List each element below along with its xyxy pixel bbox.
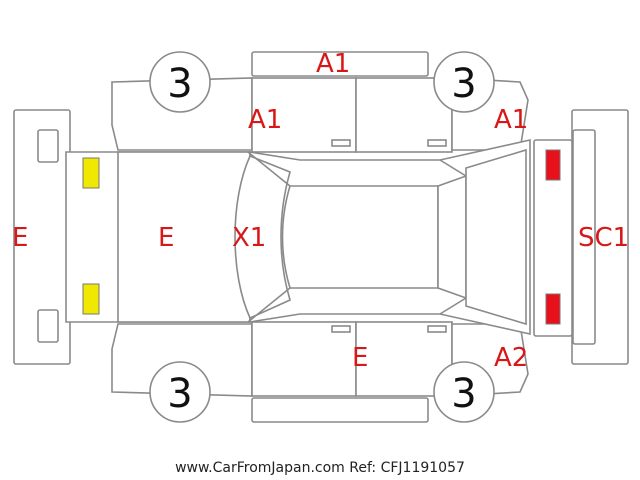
code-right-front-fender-lower: A2: [494, 343, 528, 373]
code-left-front-fender: A1: [248, 105, 282, 135]
watermark-text: www.CarFromJapan.com Ref: CFJ1191057: [175, 460, 465, 476]
code-roof: A1: [316, 49, 350, 79]
rear-light-bottom: [82, 283, 100, 315]
tire-score: 3: [451, 61, 476, 107]
tire-score: 3: [451, 371, 476, 417]
front-light-bottom: [545, 293, 561, 325]
front-bumper: [571, 109, 629, 365]
top-side-profile: [111, 51, 529, 153]
code-rear-window: X1: [232, 223, 266, 253]
code-right-front-fender: A1: [494, 105, 528, 135]
rear-lights: [82, 157, 100, 315]
code-front-bumper: SC1: [578, 223, 629, 253]
code-right-rear-door: E: [352, 343, 368, 373]
tire-front-right: 3: [433, 51, 495, 113]
code-rear-hatch: E: [158, 223, 174, 253]
tire-score: 3: [167, 61, 192, 107]
front-lights: [533, 139, 573, 337]
tire-rear-left: 3: [149, 361, 211, 423]
top-view-body: [65, 139, 531, 335]
rear-light-top: [82, 157, 100, 189]
code-rear-bumper: E: [12, 223, 28, 253]
tire-rear-right: 3: [433, 361, 495, 423]
front-light-top: [545, 149, 561, 181]
tire-front-left: 3: [149, 51, 211, 113]
bottom-side-profile: [111, 321, 529, 423]
tire-score: 3: [167, 371, 192, 417]
